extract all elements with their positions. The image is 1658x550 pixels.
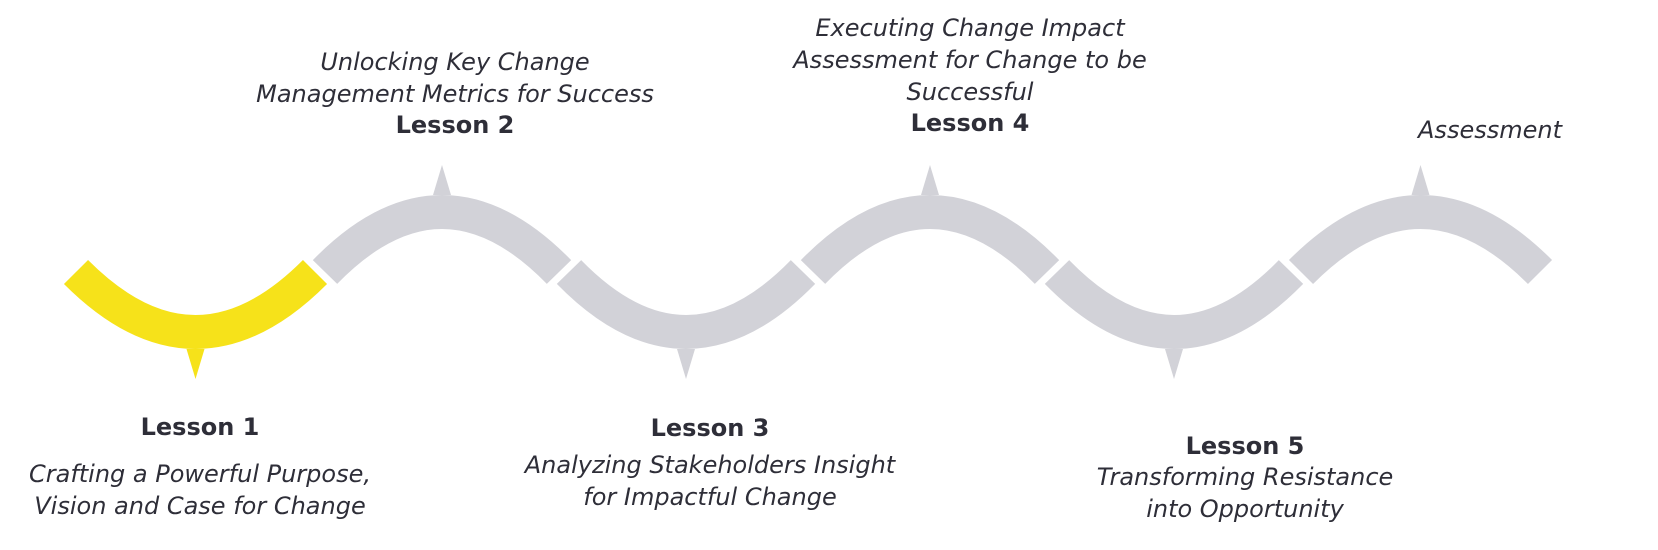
wave-segment-lesson-2 — [312, 195, 572, 284]
wave-segment-lesson-3 — [556, 260, 816, 349]
pointer-lesson-4 — [921, 165, 939, 195]
step-title: Lesson 1 — [140, 413, 260, 441]
step-lesson-4: Executing Change Impact Assessment for C… — [745, 12, 1195, 138]
step-lesson-2: Unlocking Key Change Management Metrics … — [230, 46, 680, 140]
pointer-lesson-1 — [186, 349, 205, 379]
step-description-line: Crafting a Powerful Purpose, — [28, 460, 371, 488]
pointer-lesson-2 — [433, 165, 451, 195]
step-description-line: Assessment for Change to be — [793, 46, 1147, 74]
wave-segment-lesson-5 — [1044, 260, 1304, 349]
step-title: Lesson 3 — [650, 414, 770, 442]
pointer-lesson-3 — [677, 349, 695, 379]
step-description-line: into Opportunity — [1146, 495, 1344, 523]
step-assessment: Assessment — [1380, 114, 1600, 146]
step-description-line: Management Metrics for Success — [256, 80, 654, 108]
wave-segment-assessment — [1288, 195, 1553, 285]
step-title: Lesson 4 — [910, 109, 1030, 137]
step-description-line: Vision and Case for Change — [34, 492, 366, 520]
step-description-line: Executing Change Impact — [815, 14, 1125, 42]
pointer-assessment — [1411, 165, 1430, 195]
step-lesson-3: Lesson 3 Analyzing Stakeholders Insight … — [500, 413, 920, 513]
step-lesson-1: Lesson 1 Crafting a Powerful Purpose, Vi… — [0, 412, 400, 522]
step-lesson-5: Lesson 5 Transforming Resistance into Op… — [1040, 431, 1450, 525]
step-description-line: Assessment — [1418, 116, 1562, 144]
step-description-line: for Impactful Change — [583, 483, 837, 511]
step-description-line: Unlocking Key Change — [320, 48, 590, 76]
step-description-line: Analyzing Stakeholders Insight — [524, 451, 896, 479]
pointer-lesson-5 — [1165, 349, 1183, 379]
wave-segment-lesson-1 — [63, 259, 328, 349]
wave-segments — [63, 165, 1553, 379]
step-description-line: Successful — [906, 78, 1034, 106]
step-title: Lesson 5 — [1185, 432, 1305, 460]
step-description-line: Transforming Resistance — [1096, 463, 1394, 491]
step-title: Lesson 2 — [395, 111, 515, 139]
wave-segment-lesson-4 — [800, 195, 1060, 284]
